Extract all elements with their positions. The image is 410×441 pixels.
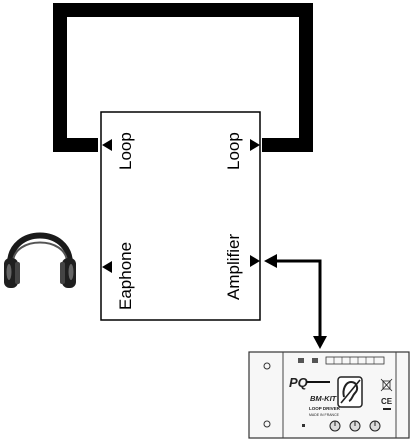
connection-box [100,111,261,321]
mount-screw-tl [263,362,271,370]
amplifier-port-arrow [250,255,260,267]
hearing-loop-icon [337,376,363,408]
loop-right-label: Loop [224,132,243,170]
control-knob-2 [349,420,361,432]
amplifier-label: Amplifier [224,234,243,300]
model-label: BM-KIT [310,394,338,403]
control-knob-1 [329,420,341,432]
headphones-icon [4,232,76,288]
loop-left-label: Loop [116,132,135,170]
power-led [302,424,305,427]
mount-screw-bl [263,420,271,428]
loop-wire [53,3,313,152]
ce-mark-icon: CE [381,397,393,406]
earphone-port-arrow [102,261,112,273]
loop-right-port-arrow [250,139,260,151]
control-knob-3 [369,420,381,432]
loop-driver-device: PQ BM-KIT LOOP DRIVER MADE IN FRANCE CE [248,351,410,439]
device-name: LOOP DRIVER [309,406,341,411]
weee-bin-icon [380,378,393,410]
link-arrow-left [264,254,277,268]
brand-logo: PQ [289,375,308,390]
link-arrow-down [313,336,327,349]
earphone-label: Eaphone [116,242,135,310]
terminal-strip [298,356,385,365]
loop-left-port-arrow [102,139,112,151]
amplifier-device-link [264,254,327,349]
made-in-label: MADE IN FRANCE [309,413,340,417]
